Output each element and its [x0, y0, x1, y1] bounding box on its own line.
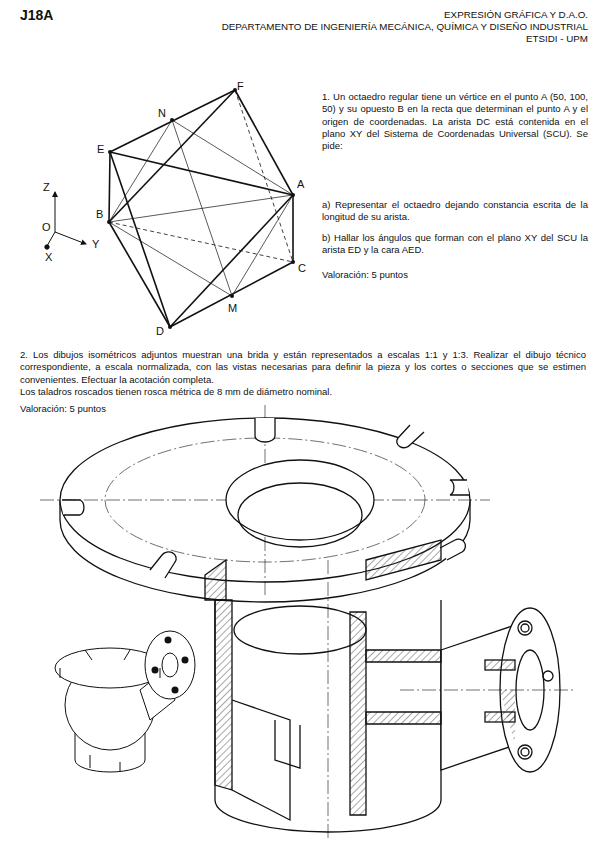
vertex-label: E [97, 143, 104, 155]
drawing-stroke [172, 687, 179, 694]
drawing-stroke [109, 90, 293, 262]
drawing-stroke [235, 90, 293, 262]
drawing-stroke [235, 90, 293, 195]
drawing-stroke [366, 712, 441, 724]
drawing-stroke [397, 425, 424, 448]
header-line: EXPRESIÓN GRÁFICA Y D.A.O. [444, 9, 588, 21]
problem-text: b) Hallar los ángulos que forman con el … [322, 232, 588, 257]
drawing-stroke [275, 720, 300, 768]
drawing-stroke [168, 325, 172, 329]
drawing-stroke [440, 539, 465, 560]
drawing-stroke [518, 745, 532, 759]
drawing-stroke [45, 245, 49, 249]
drawing-stroke [291, 193, 295, 197]
drawing-stroke [366, 650, 441, 662]
vertex-label: A [297, 178, 304, 190]
drawing-stroke [109, 120, 172, 222]
drawing-stroke [234, 606, 366, 654]
drawing-stroke [521, 748, 529, 756]
drawing-stroke [109, 90, 293, 327]
drawing-stroke [485, 660, 515, 670]
drawing-stroke [110, 152, 170, 327]
drawing-stroke [518, 621, 532, 635]
drawing-stroke [109, 120, 293, 296]
drawing-stroke [291, 260, 295, 264]
header-line: ETSIDI - UPM [526, 33, 588, 45]
inset-isometric [55, 631, 195, 772]
drawing-stroke [232, 195, 293, 296]
drawing-stroke [165, 637, 172, 644]
drawing-stroke [172, 120, 232, 296]
drawing-stroke [109, 222, 293, 262]
drawing-stroke [109, 152, 110, 222]
drawing-stroke [109, 222, 232, 296]
drawing-stroke [366, 540, 441, 580]
drawing-stroke [110, 152, 293, 195]
problem-text: Los taladros roscados tienen rosca métri… [20, 386, 586, 398]
drawing-stroke [60, 418, 470, 582]
octahedron [107, 88, 295, 329]
drawing-stroke [108, 150, 112, 154]
drawing-stroke [215, 600, 232, 790]
vertex-label: D [156, 325, 164, 337]
drawing-stroke [170, 262, 293, 327]
axis-label: X [45, 251, 52, 263]
drawing-stroke [170, 195, 293, 327]
axis-label: Y [92, 238, 99, 250]
drawing-stroke [107, 88, 295, 329]
vertex-label: B [96, 208, 103, 220]
drawing-stroke [205, 560, 226, 600]
drawing-stroke [62, 500, 84, 515]
exam-code: J18A [20, 9, 53, 21]
vertex-label: M [228, 302, 237, 314]
drawing-stroke [60, 650, 160, 678]
vertex-label: C [298, 262, 306, 274]
drawing-stroke [152, 637, 189, 694]
drawing-stroke [232, 700, 290, 820]
drawing-stroke [55, 192, 56, 232]
drawing-stroke [182, 657, 189, 664]
vertex-label: F [237, 80, 244, 92]
drawing-stroke [543, 671, 553, 681]
score-note: Valoración: 5 puntos [322, 269, 408, 281]
drawing-stroke [226, 460, 374, 540]
drawing-stroke [110, 90, 235, 152]
drawing-stroke [485, 712, 515, 722]
drawing-stroke [238, 483, 362, 547]
vertex-label: N [158, 107, 166, 119]
drawing-stroke [233, 88, 237, 92]
drawing-stroke [109, 195, 293, 222]
drawing-stroke [328, 560, 329, 840]
score-note: Valoración: 5 puntos [20, 403, 106, 415]
drawing-stroke [400, 690, 575, 691]
drawing-stroke [152, 667, 159, 674]
flange-isometric [40, 405, 575, 840]
axis-label: O [42, 221, 51, 233]
drawing-stroke [450, 480, 469, 495]
drawing-stroke [47, 232, 55, 246]
drawing-stroke [170, 118, 174, 122]
header-line: DEPARTAMENTO DE INGENIERÍA MECÁNICA, QUÍ… [222, 21, 588, 33]
drawing-stroke [230, 294, 234, 298]
problem-text: 2. Los dibujos isométricos adjuntos mues… [20, 349, 586, 386]
drawing-stroke [292, 195, 294, 262]
problem-text: 1. Un octaedro regular tiene un vértice … [322, 91, 588, 152]
problem-text: a) Representar el octaedro dejando const… [322, 199, 588, 224]
drawing-stroke [145, 631, 195, 699]
coordinate-axes [45, 192, 86, 249]
axis-label: Z [43, 181, 50, 193]
drawing-stroke [172, 120, 293, 195]
drawing-stroke [255, 418, 275, 442]
drawing-stroke [521, 624, 529, 632]
drawing-stroke [107, 220, 111, 224]
drawing-stroke [55, 232, 86, 244]
drawing-stroke [90, 755, 120, 772]
drawing-stroke [350, 612, 366, 815]
drawing-stroke [150, 552, 176, 578]
drawing-stroke [109, 90, 235, 222]
drawing-stroke [162, 653, 178, 677]
